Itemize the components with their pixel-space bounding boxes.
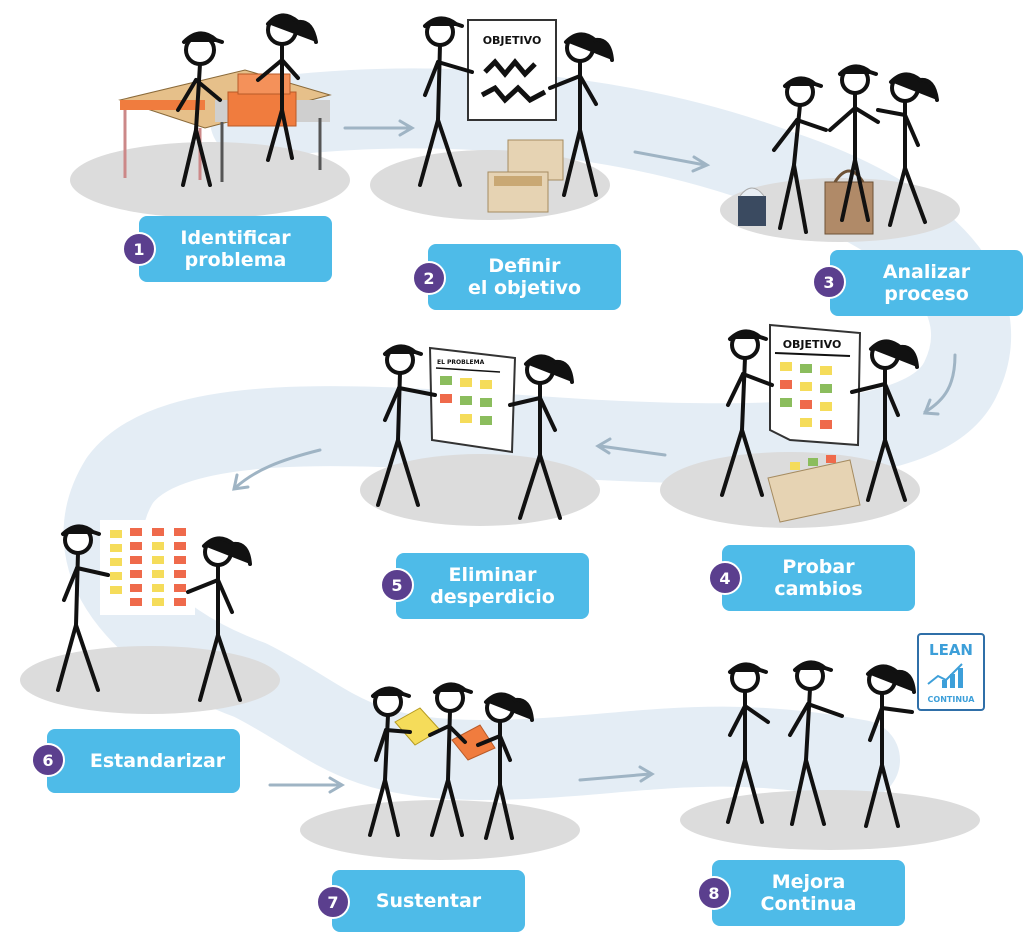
- step-label: desperdicio: [430, 586, 555, 608]
- step-label: Definir: [488, 255, 561, 277]
- problema-board-title: EL PROBLEMA: [437, 359, 485, 366]
- objetivo-board-title: OBJETIVO: [783, 338, 842, 351]
- sticky-note-icon: [110, 528, 186, 606]
- step-label: Eliminar: [448, 564, 537, 586]
- winding-path: [63, 68, 1011, 800]
- problema-board: [428, 346, 517, 454]
- arrow-7-8: [578, 772, 652, 782]
- person-icon: [428, 682, 473, 837]
- person-icon: [368, 686, 412, 837]
- arrow-3-4: [923, 353, 957, 414]
- step-label: proceso: [884, 283, 969, 305]
- person-icon: [176, 31, 224, 187]
- flow-arrows: [232, 119, 957, 794]
- step-label: el objetivo: [467, 277, 582, 299]
- step-7-box: Sustentar: [332, 870, 525, 932]
- person-icon: [772, 76, 828, 234]
- person-icon: [828, 64, 880, 222]
- person-icon: [720, 329, 774, 497]
- step-label: Analizar: [882, 261, 971, 283]
- step-5-badge: 5: [380, 568, 414, 602]
- scene-analizar-proceso: [738, 64, 939, 235]
- step-label: Identificar: [180, 227, 291, 249]
- box-icon: [738, 196, 766, 226]
- scene-probar-cambios: OBJETIVO: [720, 323, 919, 523]
- person-icon: [418, 16, 474, 187]
- lean-sign: [917, 633, 985, 711]
- arrow-4-5: [598, 444, 667, 457]
- objetivo-sign: [467, 19, 557, 121]
- scene-identificar-problema: [118, 13, 332, 187]
- person-icon: [476, 692, 534, 840]
- person-icon: [726, 662, 770, 824]
- step-label: Sustentar: [375, 890, 482, 912]
- step-label: cambios: [774, 578, 863, 600]
- scene-estandarizar: [56, 520, 252, 702]
- person-icon: [508, 354, 574, 520]
- lean-chart-icon: [927, 663, 963, 688]
- step-6-badge: 6: [31, 743, 65, 777]
- arrow-2-3: [633, 150, 707, 167]
- person-icon: [56, 524, 110, 692]
- person-icon: [548, 32, 614, 197]
- sticky-note-icon: [440, 376, 492, 425]
- person-icon: [256, 13, 318, 162]
- step-2-badge: 2: [412, 261, 446, 295]
- person-icon: [788, 660, 844, 826]
- sticky-note-icon: [780, 362, 832, 429]
- step-8-badge: 8: [697, 876, 731, 910]
- step-6-box: Estandarizar: [47, 729, 240, 793]
- step-7-badge: 7: [316, 885, 350, 919]
- step-label: problema: [184, 249, 287, 271]
- person-icon: [376, 344, 437, 507]
- objetivo-sign-title: OBJETIVO: [483, 34, 542, 47]
- person-icon: [864, 664, 916, 828]
- scene-definir-objetivo: OBJETIVO: [418, 16, 614, 213]
- step-label: Continua: [760, 893, 857, 915]
- step-1-badge: 1: [122, 232, 156, 266]
- step-label: Probar: [782, 556, 855, 578]
- scene-mejora-continua: LEAN CONTINUA: [726, 633, 985, 828]
- step-label: Estandarizar: [89, 750, 226, 772]
- scene-eliminar-desperdicio: EL PROBLEMA: [376, 344, 574, 520]
- step-3-badge: 3: [812, 265, 846, 299]
- box-icon: [767, 459, 861, 523]
- scene-sustentar: [368, 682, 534, 840]
- person-icon: [850, 339, 919, 502]
- arrow-5-6: [233, 448, 322, 490]
- person-icon: [186, 536, 252, 702]
- person-icon: [876, 72, 939, 227]
- step-4-badge: 4: [708, 561, 742, 595]
- lean-sign-subtitle: CONTINUA: [928, 695, 976, 704]
- lean-sign-title: LEAN: [929, 641, 973, 659]
- paper-orange: [451, 724, 496, 761]
- step-label: Mejora: [771, 871, 846, 893]
